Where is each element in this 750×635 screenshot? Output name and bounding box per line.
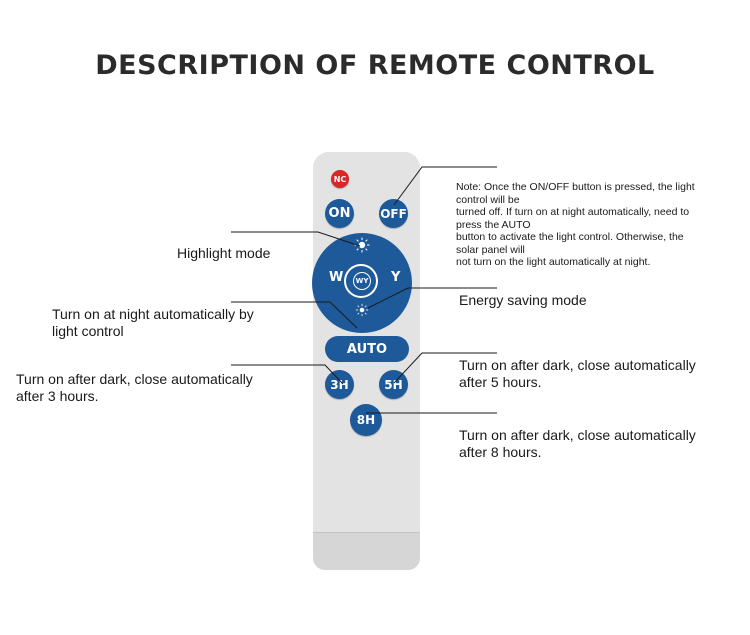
onoff-note: Note: Once the ON/OFF button is pressed,… — [456, 181, 726, 269]
highlight-mode-label: Highlight mode — [177, 245, 271, 261]
note-line: solar panel will — [456, 243, 525, 256]
night-auto-label-line1: Turn on at night automatically by — [52, 306, 254, 322]
energy-saving-label: Energy saving mode — [459, 292, 587, 308]
8h-label-line2: after 8 hours. — [459, 444, 542, 460]
highlight-callout-line — [231, 231, 361, 247]
night-auto-callout-line — [231, 301, 358, 329]
5h-button[interactable]: 5H — [379, 370, 408, 399]
5h-callout-line — [393, 352, 497, 384]
note-line: turned off. If turn on at night automati… — [456, 206, 690, 218]
highlight-mode-sun-icon[interactable] — [354, 237, 370, 253]
5h-label-line2: after 5 hours. — [459, 374, 542, 390]
3h-label-line1: Turn on after dark, close automatically — [16, 371, 253, 387]
3h-callout-line — [231, 364, 344, 385]
center-ring — [344, 264, 378, 298]
night-auto-label-line2: light control — [52, 323, 124, 339]
on-button[interactable]: ON — [325, 199, 354, 228]
page-title: DESCRIPTION OF REMOTE CONTROL — [95, 50, 655, 81]
note-line: control will be — [456, 193, 520, 206]
energy-callout-line — [367, 287, 497, 309]
energy-saving-sun-icon[interactable] — [355, 302, 369, 317]
note-line: button to activate the light control. Ot… — [456, 231, 684, 243]
8h-button[interactable]: 8H — [350, 404, 382, 436]
note-line: not turn on the light automatically at n… — [456, 256, 651, 268]
5h-label-line1: Turn on after dark, close automatically — [459, 357, 696, 373]
3h-button[interactable]: 3H — [325, 370, 354, 399]
3h-label-line2: after 3 hours. — [16, 388, 99, 404]
note-line: Note: Once the ON/OFF button is pressed,… — [456, 181, 695, 193]
nc-button[interactable]: NC — [331, 170, 349, 188]
auto-button[interactable]: AUTO — [325, 336, 409, 362]
8h-label-line1: Turn on after dark, close automatically — [459, 427, 696, 443]
wy-button[interactable]: WY — [353, 272, 371, 290]
off-callout-line — [393, 166, 497, 206]
w-button[interactable]: W — [329, 270, 344, 285]
off-button[interactable]: OFF — [379, 199, 408, 228]
note-line: press the AUTO — [456, 218, 531, 231]
y-button[interactable]: Y — [391, 270, 401, 285]
